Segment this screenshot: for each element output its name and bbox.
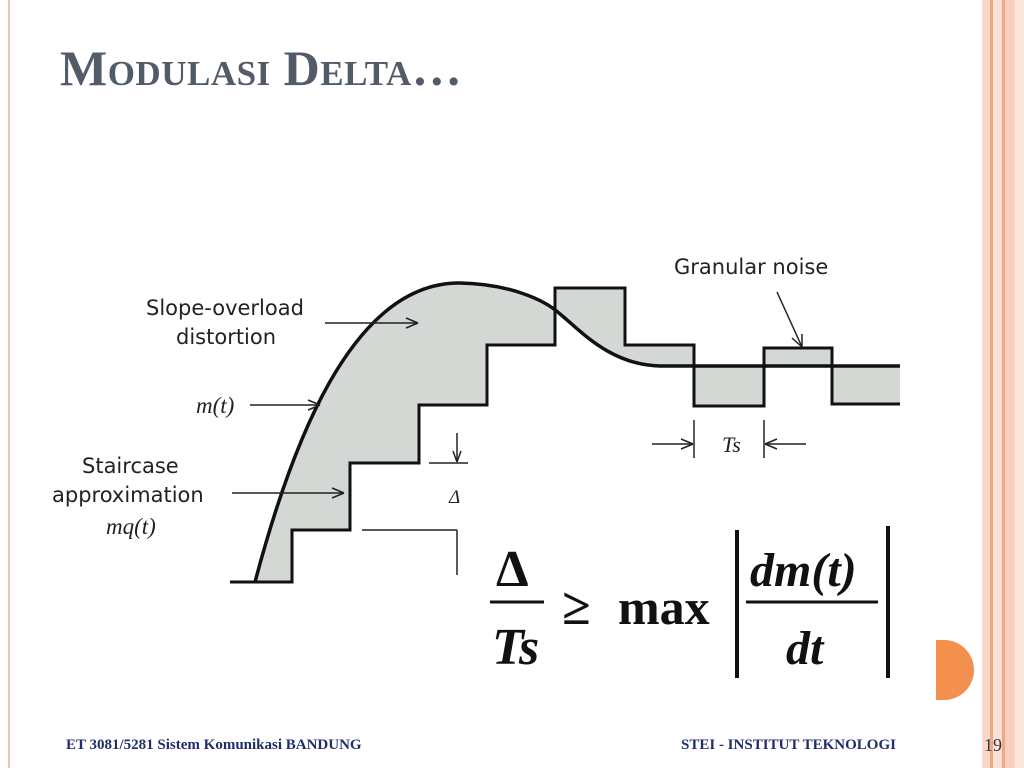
- m-t-label: m(t): [196, 393, 234, 418]
- staircase-label-line2: approximation: [52, 483, 204, 507]
- granular-noise-label: Granular noise: [674, 255, 828, 279]
- formula-derivative-denominator: dt: [786, 622, 825, 675]
- granular-noise-arrow: [776, 291, 803, 348]
- formula-numerator-delta: Δ: [496, 541, 529, 598]
- delta-label: Δ: [448, 487, 460, 508]
- left-border-rule: [8, 0, 10, 768]
- staircase-arrowhead: [331, 487, 345, 499]
- ts-left-arrowhead: [680, 438, 694, 450]
- formula-relation: ≥: [562, 579, 591, 636]
- slide-title: Modulasi Delta…: [60, 40, 463, 96]
- ts-right-arrowhead: [764, 438, 778, 450]
- mq-t-label: mq(t): [106, 514, 156, 539]
- page-number: 19: [984, 735, 1002, 755]
- formula-derivative-numerator: dm(t): [750, 544, 857, 597]
- delta-top-arrowhead: [452, 450, 462, 463]
- ts-label: Ts: [722, 432, 741, 457]
- slope-overload-arrowhead: [405, 317, 419, 329]
- staircase-approximation-line: [230, 286, 900, 584]
- slope-overload-label-line1: Slope-overload: [146, 296, 304, 320]
- formula-max: max: [618, 579, 710, 635]
- staircase-label-line1: Staircase: [82, 454, 179, 478]
- granular-shading-lower: [694, 366, 900, 406]
- footer-left-text: ET 3081/5281 Sistem Komunikasi BANDUNG: [66, 737, 362, 753]
- message-signal-curve: [253, 281, 900, 583]
- footer-right-text: STEI - INSTITUT TEKNOLOGI: [681, 737, 896, 753]
- m-t-arrowhead: [307, 399, 321, 411]
- right-decorative-border: [976, 0, 1024, 768]
- slope-overload-label-line2: distortion: [176, 325, 276, 349]
- granular-noise-arrowhead: [791, 334, 803, 348]
- formula-denominator-ts: Ts: [492, 619, 539, 676]
